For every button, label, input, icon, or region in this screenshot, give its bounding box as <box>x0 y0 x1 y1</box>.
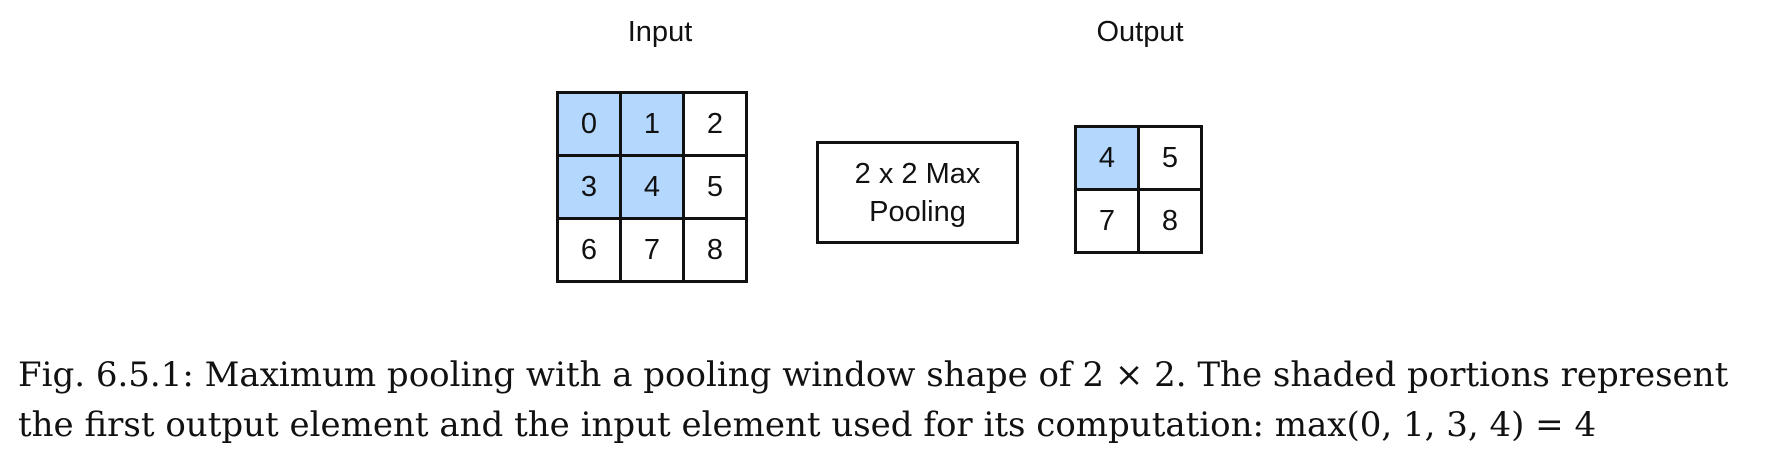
input-cell-2-2: 8 <box>682 217 748 283</box>
input-cell-1-2: 5 <box>682 154 748 220</box>
figure-caption: Fig. 6.5.1: Maximum pooling with a pooli… <box>18 350 1758 450</box>
output-cell-0-0: 4 <box>1074 125 1140 191</box>
caption-line-2: the first output element and the input e… <box>18 405 1597 445</box>
max-pooling-box: 2 x 2 Max Pooling <box>816 141 1019 244</box>
input-cell-0-1: 1 <box>619 91 685 157</box>
operation-label-line1: 2 x 2 Max <box>854 157 981 190</box>
input-cell-1-0: 3 <box>556 154 622 220</box>
input-grid: 0 1 2 3 4 5 6 7 8 <box>556 91 748 283</box>
input-cell-2-0: 6 <box>556 217 622 283</box>
output-cell-1-0: 7 <box>1074 188 1140 254</box>
output-cell-1-1: 8 <box>1137 188 1203 254</box>
input-cell-2-1: 7 <box>619 217 685 283</box>
input-cell-0-2: 2 <box>682 91 748 157</box>
output-title: Output <box>1096 16 1184 48</box>
input-cell-1-1: 4 <box>619 154 685 220</box>
operation-label-line2: Pooling <box>869 195 966 228</box>
caption-line-1: Fig. 6.5.1: Maximum pooling with a pooli… <box>18 355 1729 395</box>
output-grid: 4 5 7 8 <box>1074 125 1203 254</box>
input-cell-0-0: 0 <box>556 91 622 157</box>
output-cell-0-1: 5 <box>1137 125 1203 191</box>
input-title: Input <box>627 16 693 48</box>
